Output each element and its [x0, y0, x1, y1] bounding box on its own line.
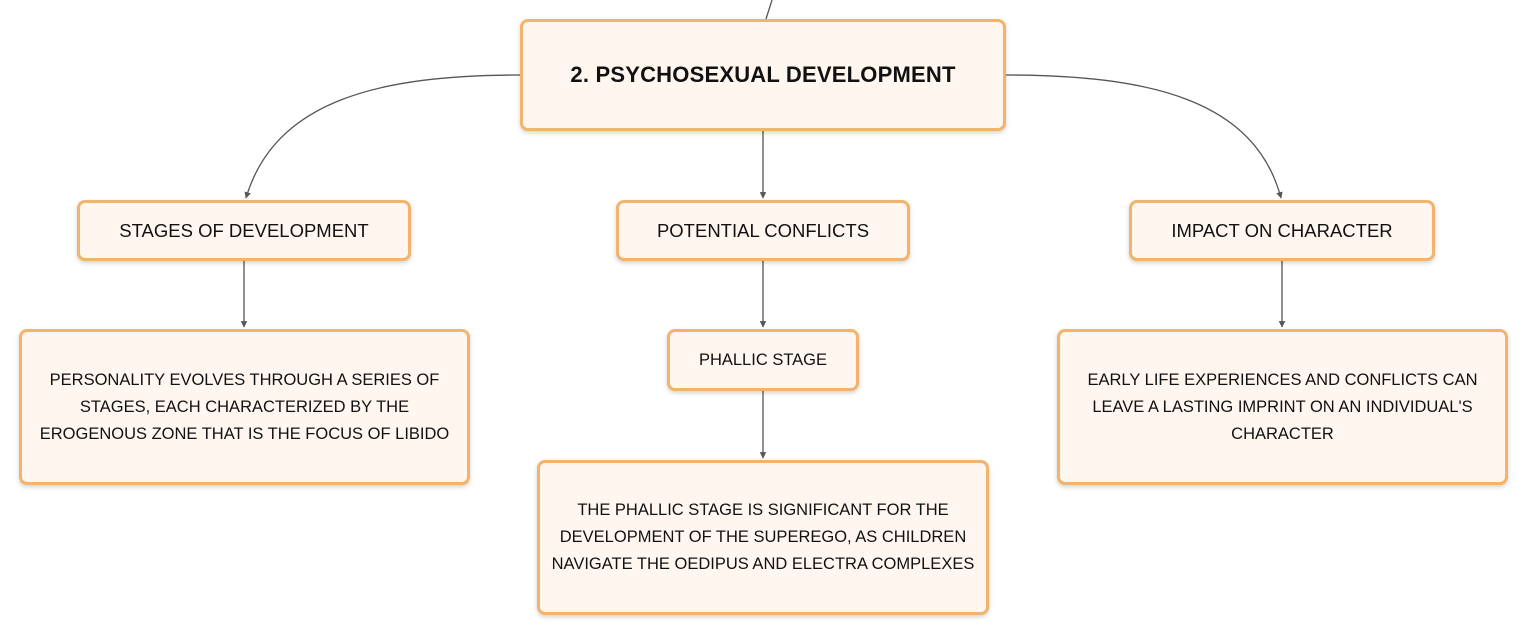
detail-node-stages[interactable]: PERSONALITY EVOLVES THROUGH A SERIES OF … — [19, 329, 470, 485]
branch-node-label: POTENTIAL CONFLICTS — [656, 219, 870, 241]
sub-node-label: PHALLIC STAGE — [698, 350, 828, 369]
root-node-label: 2. PSYCHOSEXUAL DEVELOPMENT — [570, 62, 956, 87]
connector-incoming — [765, 0, 773, 20]
detail-node-text: EARLY LIFE EXPERIENCES AND CONFLICTS CAN… — [1087, 370, 1478, 443]
detail-node-text: PERSONALITY EVOLVES THROUGH A SERIES OF … — [39, 370, 450, 443]
branch-node-impact-on-character[interactable]: IMPACT ON CHARACTER — [1129, 200, 1435, 261]
branch-node-stages-of-development[interactable]: STAGES OF DEVELOPMENT — [77, 200, 411, 261]
sub-node-phallic-stage[interactable]: PHALLIC STAGE — [667, 329, 859, 391]
detail-node-phallic-stage[interactable]: THE PHALLIC STAGE IS SIGNIFICANT FOR THE… — [537, 460, 989, 615]
root-node[interactable]: 2. PSYCHOSEXUAL DEVELOPMENT — [520, 19, 1006, 131]
branch-node-label: IMPACT ON CHARACTER — [1171, 219, 1393, 241]
connector-root-to-impact — [1005, 74, 1283, 199]
detail-node-impact[interactable]: EARLY LIFE EXPERIENCES AND CONFLICTS CAN… — [1057, 329, 1508, 485]
branch-node-label: STAGES OF DEVELOPMENT — [119, 219, 369, 241]
detail-node-text: THE PHALLIC STAGE IS SIGNIFICANT FOR THE… — [551, 501, 975, 573]
branch-node-potential-conflicts[interactable]: POTENTIAL CONFLICTS — [616, 200, 910, 261]
connector-root-to-stages — [244, 74, 521, 199]
